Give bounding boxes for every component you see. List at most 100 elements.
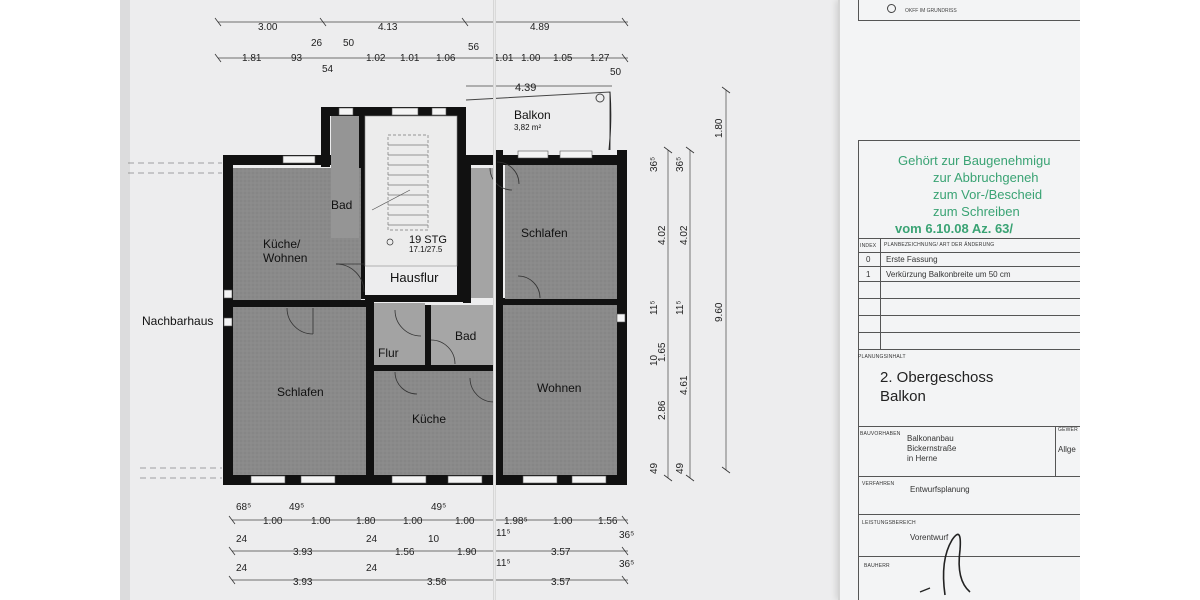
approval-stamp: Gehört zur Baugenehmigu zur Abbruchgeneh…	[895, 152, 1050, 237]
dim-top2-7: 1.06	[436, 53, 456, 64]
leistung-value: Vorentwurf	[910, 533, 949, 542]
room-label-hausflur: Hausflur	[390, 270, 439, 285]
dim-top2-11: 1.05	[553, 53, 573, 64]
rev-table-bottom	[858, 349, 1080, 350]
dim-right-a-2: 4.02	[657, 225, 668, 245]
leistung-label: LEISTUNGSBEREICH	[862, 520, 916, 526]
stamp-line-3: zum Vor-/Bescheid	[933, 187, 1043, 202]
door-arcs	[286, 161, 541, 403]
room-label-flur: Flur	[378, 346, 399, 360]
dim-top2-6: 1.01	[400, 53, 420, 64]
rev-row-5-top	[858, 315, 1080, 316]
dim-bottom1-11: 1.56	[598, 516, 618, 527]
dim-bottom3-1: 24	[236, 563, 248, 574]
dim-bottom3-2: 3.93	[293, 577, 313, 588]
dim-bottom2-5: 10	[428, 534, 440, 545]
room-label-kueche-wohnen-2: Wohnen	[263, 251, 307, 265]
dim-bottom3-4: 3.56	[427, 577, 447, 588]
dim-right-a-5: 10	[649, 354, 660, 366]
dim-bottom1-5: 1.80	[356, 516, 376, 527]
vertical-dimension-labels: 36⁵ 4.02 11⁵ 1.65 10 2.86 49 36⁵ 4.02 11…	[649, 118, 725, 474]
rev-row-0-index: 0	[866, 255, 871, 264]
dim-bottom2-4: 1.56	[395, 547, 415, 558]
frame-stamp-top	[858, 140, 1080, 141]
dim-top2-2: 93	[291, 53, 303, 64]
rev-header-desc: PLANBEZEICHNUNG/ ART DER ÄNDERUNG	[884, 242, 995, 248]
rev-row-0-desc: Erste Fassung	[886, 255, 938, 264]
stair-dim-label: 17.1/27.5	[409, 245, 443, 254]
dim-right-b-1: 36⁵	[675, 157, 686, 172]
signature-scribble	[919, 533, 971, 596]
balcony-annotation-stroke	[608, 91, 612, 151]
dim-top2-8: 56	[468, 42, 480, 53]
dim-top2-12: 1.27	[590, 53, 610, 64]
rev-row-1-desc: Verkürzung Balkonbreite um 50 cm	[886, 270, 1011, 279]
dim-top1-c: 4.89	[530, 22, 550, 33]
dimension-lines	[218, 21, 727, 581]
dim-bottom3-5: 11⁵	[496, 558, 511, 569]
dim-bottom2-9: 36⁵	[619, 530, 634, 541]
dim-bottom3-6: 3.57	[551, 577, 571, 588]
dim-right-a-4: 1.65	[657, 342, 668, 362]
balcony-area-label: 3,82 m²	[514, 123, 541, 132]
verfahren-value: Entwurfsplanung	[910, 485, 970, 494]
dim-bottom1-2: 1.00	[263, 516, 283, 527]
dim-bottom1-10: 1.00	[553, 516, 573, 527]
dim-bottom3-7: 36⁵	[619, 559, 634, 570]
room-label-bad-center: Bad	[455, 329, 476, 343]
room-labels: Bad Küche/ Wohnen 19 STG 17.1/27.5 Hausf…	[142, 108, 581, 426]
planungsinhalt-line-2: Balkon	[880, 388, 926, 405]
room-label-wohnen: Wohnen	[537, 381, 581, 395]
panel-top-row: OKFF IM GRUNDRISS	[858, 0, 1081, 21]
bauherr-label: BAUHERR	[864, 563, 890, 569]
dim-bottom1-3: 49⁵	[289, 502, 304, 513]
room-label-balkon: Balkon	[514, 108, 551, 122]
planungsinhalt-label: PLANUNGSINHALT	[858, 354, 906, 360]
rev-row-6-top	[858, 332, 1080, 333]
dim-right-a-7: 49	[649, 462, 660, 474]
dim-right-c-1: 1.80	[714, 118, 725, 138]
dim-bottom1-8: 1.00	[455, 516, 475, 527]
dim-right-a-3: 11⁵	[649, 300, 660, 315]
dim-right-a-6: 2.86	[657, 400, 668, 420]
rev-header-index: INDEX	[860, 243, 877, 249]
stair-count-label: 19 STG	[409, 234, 447, 246]
dim-bottom2-8: 3.57	[551, 547, 571, 558]
dim-right-b-5: 49	[675, 462, 686, 474]
dim-top2-9: 1.01	[494, 53, 514, 64]
planungsinhalt-line-1: 2. Obergeschoss	[880, 369, 994, 386]
frame-left	[858, 140, 859, 600]
dim-top2-10: 1.00	[521, 53, 541, 64]
dim-right-b-4: 4.61	[679, 375, 690, 395]
panel-top-note: OKFF IM GRUNDRISS	[905, 8, 957, 14]
gewerk-label: GEWER	[1058, 427, 1078, 433]
stamp-line-4: zum Schreiben	[933, 204, 1020, 219]
rev-index-divider	[880, 238, 881, 349]
dim-bottom3-3: 24	[366, 563, 378, 574]
rev-row-2-top	[858, 266, 1080, 267]
bauvorhaben-line-2: Bickernstraße	[907, 444, 957, 453]
dimension-ticks	[214, 17, 731, 585]
room-label-bad-left: Bad	[331, 198, 352, 212]
verfahren-label: VERFAHREN	[862, 481, 895, 487]
room-label-schlafen-left: Schlafen	[277, 385, 324, 399]
bauvorhaben-line-1: Balkonanbau	[907, 434, 954, 443]
nachbarhaus-label: Nachbarhaus	[142, 314, 213, 328]
dim-right-b-2: 4.02	[679, 225, 690, 245]
windows	[223, 107, 626, 484]
neighbor-lines	[128, 162, 222, 479]
dim-top2-1: 1.81	[242, 53, 262, 64]
rev-row-4-top	[858, 298, 1080, 299]
rev-table-top	[858, 238, 1080, 239]
dim-bottom2-1: 24	[236, 534, 248, 545]
dim-balcony-width: 4.39	[515, 82, 536, 94]
bauherr-top	[858, 556, 1080, 557]
room-label-kueche-wohnen-1: Küche/	[263, 237, 301, 251]
title-block-panel	[838, 0, 1082, 600]
room-label-schlafen-right: Schlafen	[521, 226, 568, 240]
dim-balcony-cut: 50	[610, 67, 622, 78]
leistung-top	[858, 514, 1080, 515]
dim-top2-3: 26	[311, 38, 323, 49]
north-marker-icon	[887, 4, 896, 13]
page-fold	[493, 0, 496, 600]
